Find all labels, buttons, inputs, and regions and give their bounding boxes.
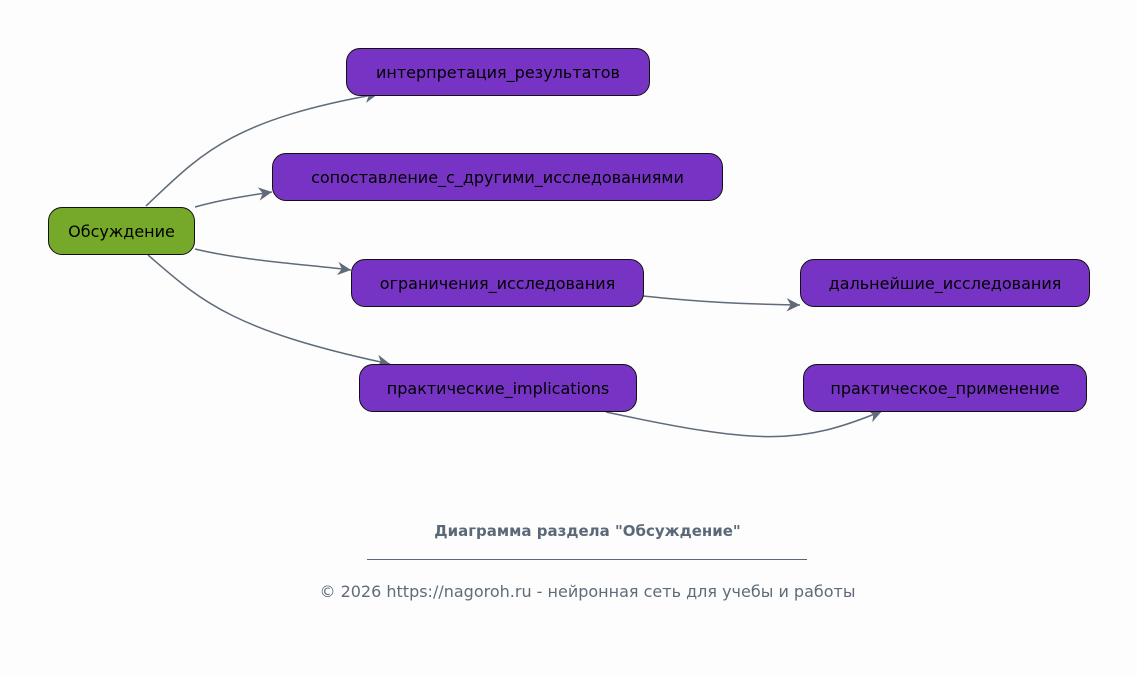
node-interpretation[interactable]: интерпретация_результатов <box>346 48 650 96</box>
node-further-research[interactable]: дальнейшие_исследования <box>800 259 1090 307</box>
title-divider <box>367 559 807 560</box>
node-practical-implications[interactable]: практические_implications <box>359 364 637 412</box>
edge-n3-n4 <box>642 295 801 312</box>
edge-root-n2 <box>194 187 273 208</box>
node-comparison[interactable]: сопоставление_с_другими_исследованиями <box>272 153 723 201</box>
edge-n5-n6 <box>605 409 883 438</box>
node-root[interactable]: Обсуждение <box>48 207 195 255</box>
edge-root-n5 <box>147 254 391 368</box>
node-practical-application[interactable]: практическое_применение <box>803 364 1087 412</box>
edge-root-n1 <box>145 89 379 207</box>
diagram-title: Диаграмма раздела "Обсуждение" <box>434 522 741 540</box>
footer-copyright: © 2026 https://nagoroh.ru - нейронная се… <box>319 582 856 601</box>
edge-root-n3 <box>194 248 352 276</box>
node-limitations[interactable]: ограничения_исследования <box>351 259 644 307</box>
